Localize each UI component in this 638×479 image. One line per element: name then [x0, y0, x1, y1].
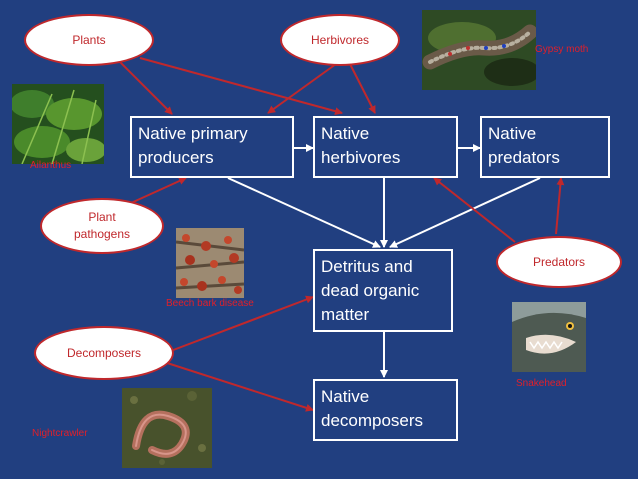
snakehead-photo	[512, 302, 586, 372]
gypsy-moth-photo	[422, 10, 536, 90]
beech-bark-disease-photo	[176, 228, 244, 298]
plants-oval-label: Plants	[72, 32, 106, 47]
decomposers-oval-label: Decomposers	[66, 345, 142, 360]
ailanthus-caption: Ailanthus	[30, 160, 72, 171]
arrow-primary-to-detritus	[227, 177, 381, 248]
arrow-predators-oval-to-herbivores	[433, 177, 516, 243]
arrow-predators-to-detritus	[389, 177, 541, 248]
decomposers-oval: Decomposers	[34, 326, 174, 380]
ailanthus-photo	[12, 84, 104, 164]
arrow-plants-to-herbivores	[139, 57, 343, 116]
native-predators-box: Native predators	[480, 116, 610, 178]
gypsy-moth-caption: Gypsy moth	[535, 44, 589, 55]
native-predators-label: Native predators	[488, 124, 560, 167]
native-decomposers-label: Native decomposers	[321, 387, 424, 430]
native-primary-producers-box: Native primary producers	[130, 116, 294, 178]
predators-oval-label: Predators	[532, 254, 586, 269]
arrow-predators-oval-to-predators	[555, 177, 565, 235]
native-herbivores-label: Native herbivores	[321, 124, 401, 167]
arrow-herbivores-oval-to-herbivores	[349, 63, 376, 114]
predators-oval: Predators	[496, 236, 622, 288]
plant-pathogens-oval-label: Plant pathogens	[73, 210, 131, 241]
plants-oval: Plants	[24, 14, 154, 66]
snakehead-caption: Snakehead	[516, 378, 567, 389]
arrow-decomposers-to-detritus	[167, 295, 314, 353]
detritus-box: Detritus and dead organic matter	[313, 249, 453, 332]
native-herbivores-box: Native herbivores	[313, 116, 458, 178]
herbivores-oval-label: Herbivores	[310, 32, 370, 47]
plant-pathogens-oval: Plant pathogens	[40, 198, 164, 254]
nightcrawler-photo	[122, 388, 212, 468]
herbivores-oval: Herbivores	[280, 14, 400, 66]
arrow-decomposers-to-native-decomposers	[163, 361, 314, 412]
beech-bark-disease-caption: Beech bark disease	[166, 298, 254, 309]
native-primary-producers-label: Native primary producers	[138, 124, 248, 167]
arrow-plants-to-primary	[119, 61, 173, 115]
nightcrawler-caption: Nightcrawler	[32, 428, 88, 439]
arrow-herbivores-oval-to-primary	[267, 63, 337, 114]
detritus-label: Detritus and dead organic matter	[321, 257, 420, 324]
native-decomposers-box: Native decomposers	[313, 379, 458, 441]
